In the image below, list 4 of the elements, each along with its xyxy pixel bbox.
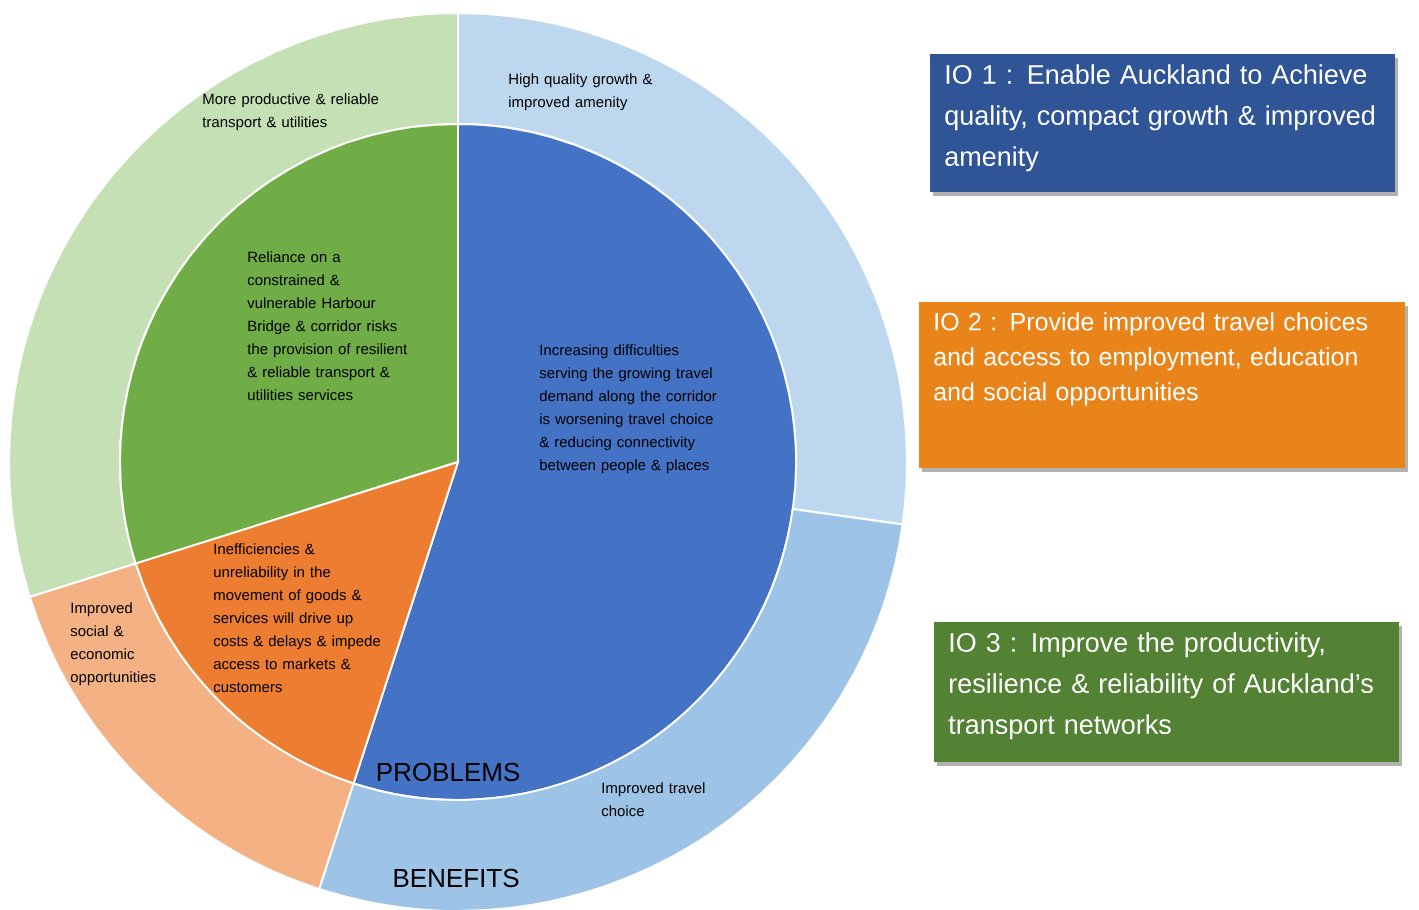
section-heading: BENEFITS (394, 868, 519, 888)
objective-box: IO 1 : Enable Auckland to Achieve quality, compact growth & improved amenity (930, 54, 1398, 196)
objective-box: IO 3 : Improve the productivity, resilience & reliability of Auckland’s transport networks (934, 622, 1402, 766)
objective-box: IO 2 : Provide improved travel choices and access to employment, education and social opportunities (919, 302, 1408, 472)
